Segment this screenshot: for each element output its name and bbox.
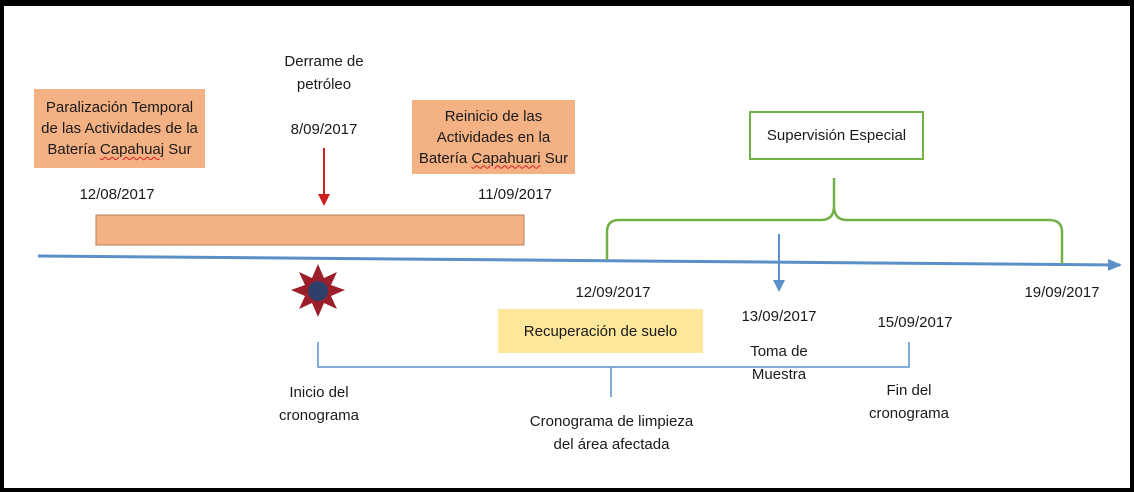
spill-date: 8/09/2017	[290, 121, 358, 138]
reinicio-box: Reinicio de las Actividades en la Baterí…	[412, 100, 575, 174]
reinicio-line2: Actividades en la	[436, 128, 551, 146]
recovery-box: Recuperación de suelo	[498, 309, 703, 353]
paralization-period-bar	[95, 214, 525, 246]
paralization-line1: Paralización Temporal	[45, 99, 194, 116]
date-schedule-end: 15/09/2017	[877, 314, 953, 331]
paralization-box: Paralización Temporal de las Actividades…	[34, 89, 205, 168]
recovery-label: Recuperación de suelo	[523, 322, 678, 340]
schedule-start-line1: Inicio del	[289, 384, 349, 401]
reinicio-line1: Reinicio de las	[444, 107, 543, 125]
schedule-end-line1: Fin del	[886, 382, 932, 399]
schedule-end-line2: cronograma	[868, 405, 950, 422]
paralization-line3: Batería Capahuaj Sur	[47, 141, 192, 158]
timeline-axis	[37, 254, 1122, 271]
sample-label-line1: Toma de	[750, 343, 808, 360]
schedule-bracket	[317, 342, 910, 368]
spill-label-line2: petróleo	[296, 76, 352, 93]
supervision-bracket	[605, 178, 1064, 264]
paralization-line2: de las Actividades de la	[41, 120, 198, 137]
reinicio-line3: Batería Capahuari Sur	[418, 149, 569, 167]
supervision-box: Supervisión Especial	[749, 111, 924, 160]
schedule-middle-line2: del área afectada	[553, 436, 670, 453]
date-sample: 13/09/2017	[741, 308, 817, 325]
date-supervision-end: 19/09/2017	[1024, 284, 1100, 301]
explosion-icon	[291, 264, 345, 317]
date-start-paralization: 12/08/2017	[79, 186, 155, 203]
sample-label-line2: Muestra	[751, 366, 807, 383]
spill-label-line1: Derrame de	[284, 53, 364, 70]
schedule-start-line2: cronograma	[278, 407, 360, 424]
supervision-label: Supervisión Especial	[766, 127, 907, 144]
diagram-graphics	[37, 148, 1122, 397]
date-supervision-start: 12/09/2017	[575, 284, 651, 301]
date-restart: 11/09/2017	[478, 186, 552, 203]
schedule-middle-line1: Cronograma de limpieza	[529, 413, 694, 430]
